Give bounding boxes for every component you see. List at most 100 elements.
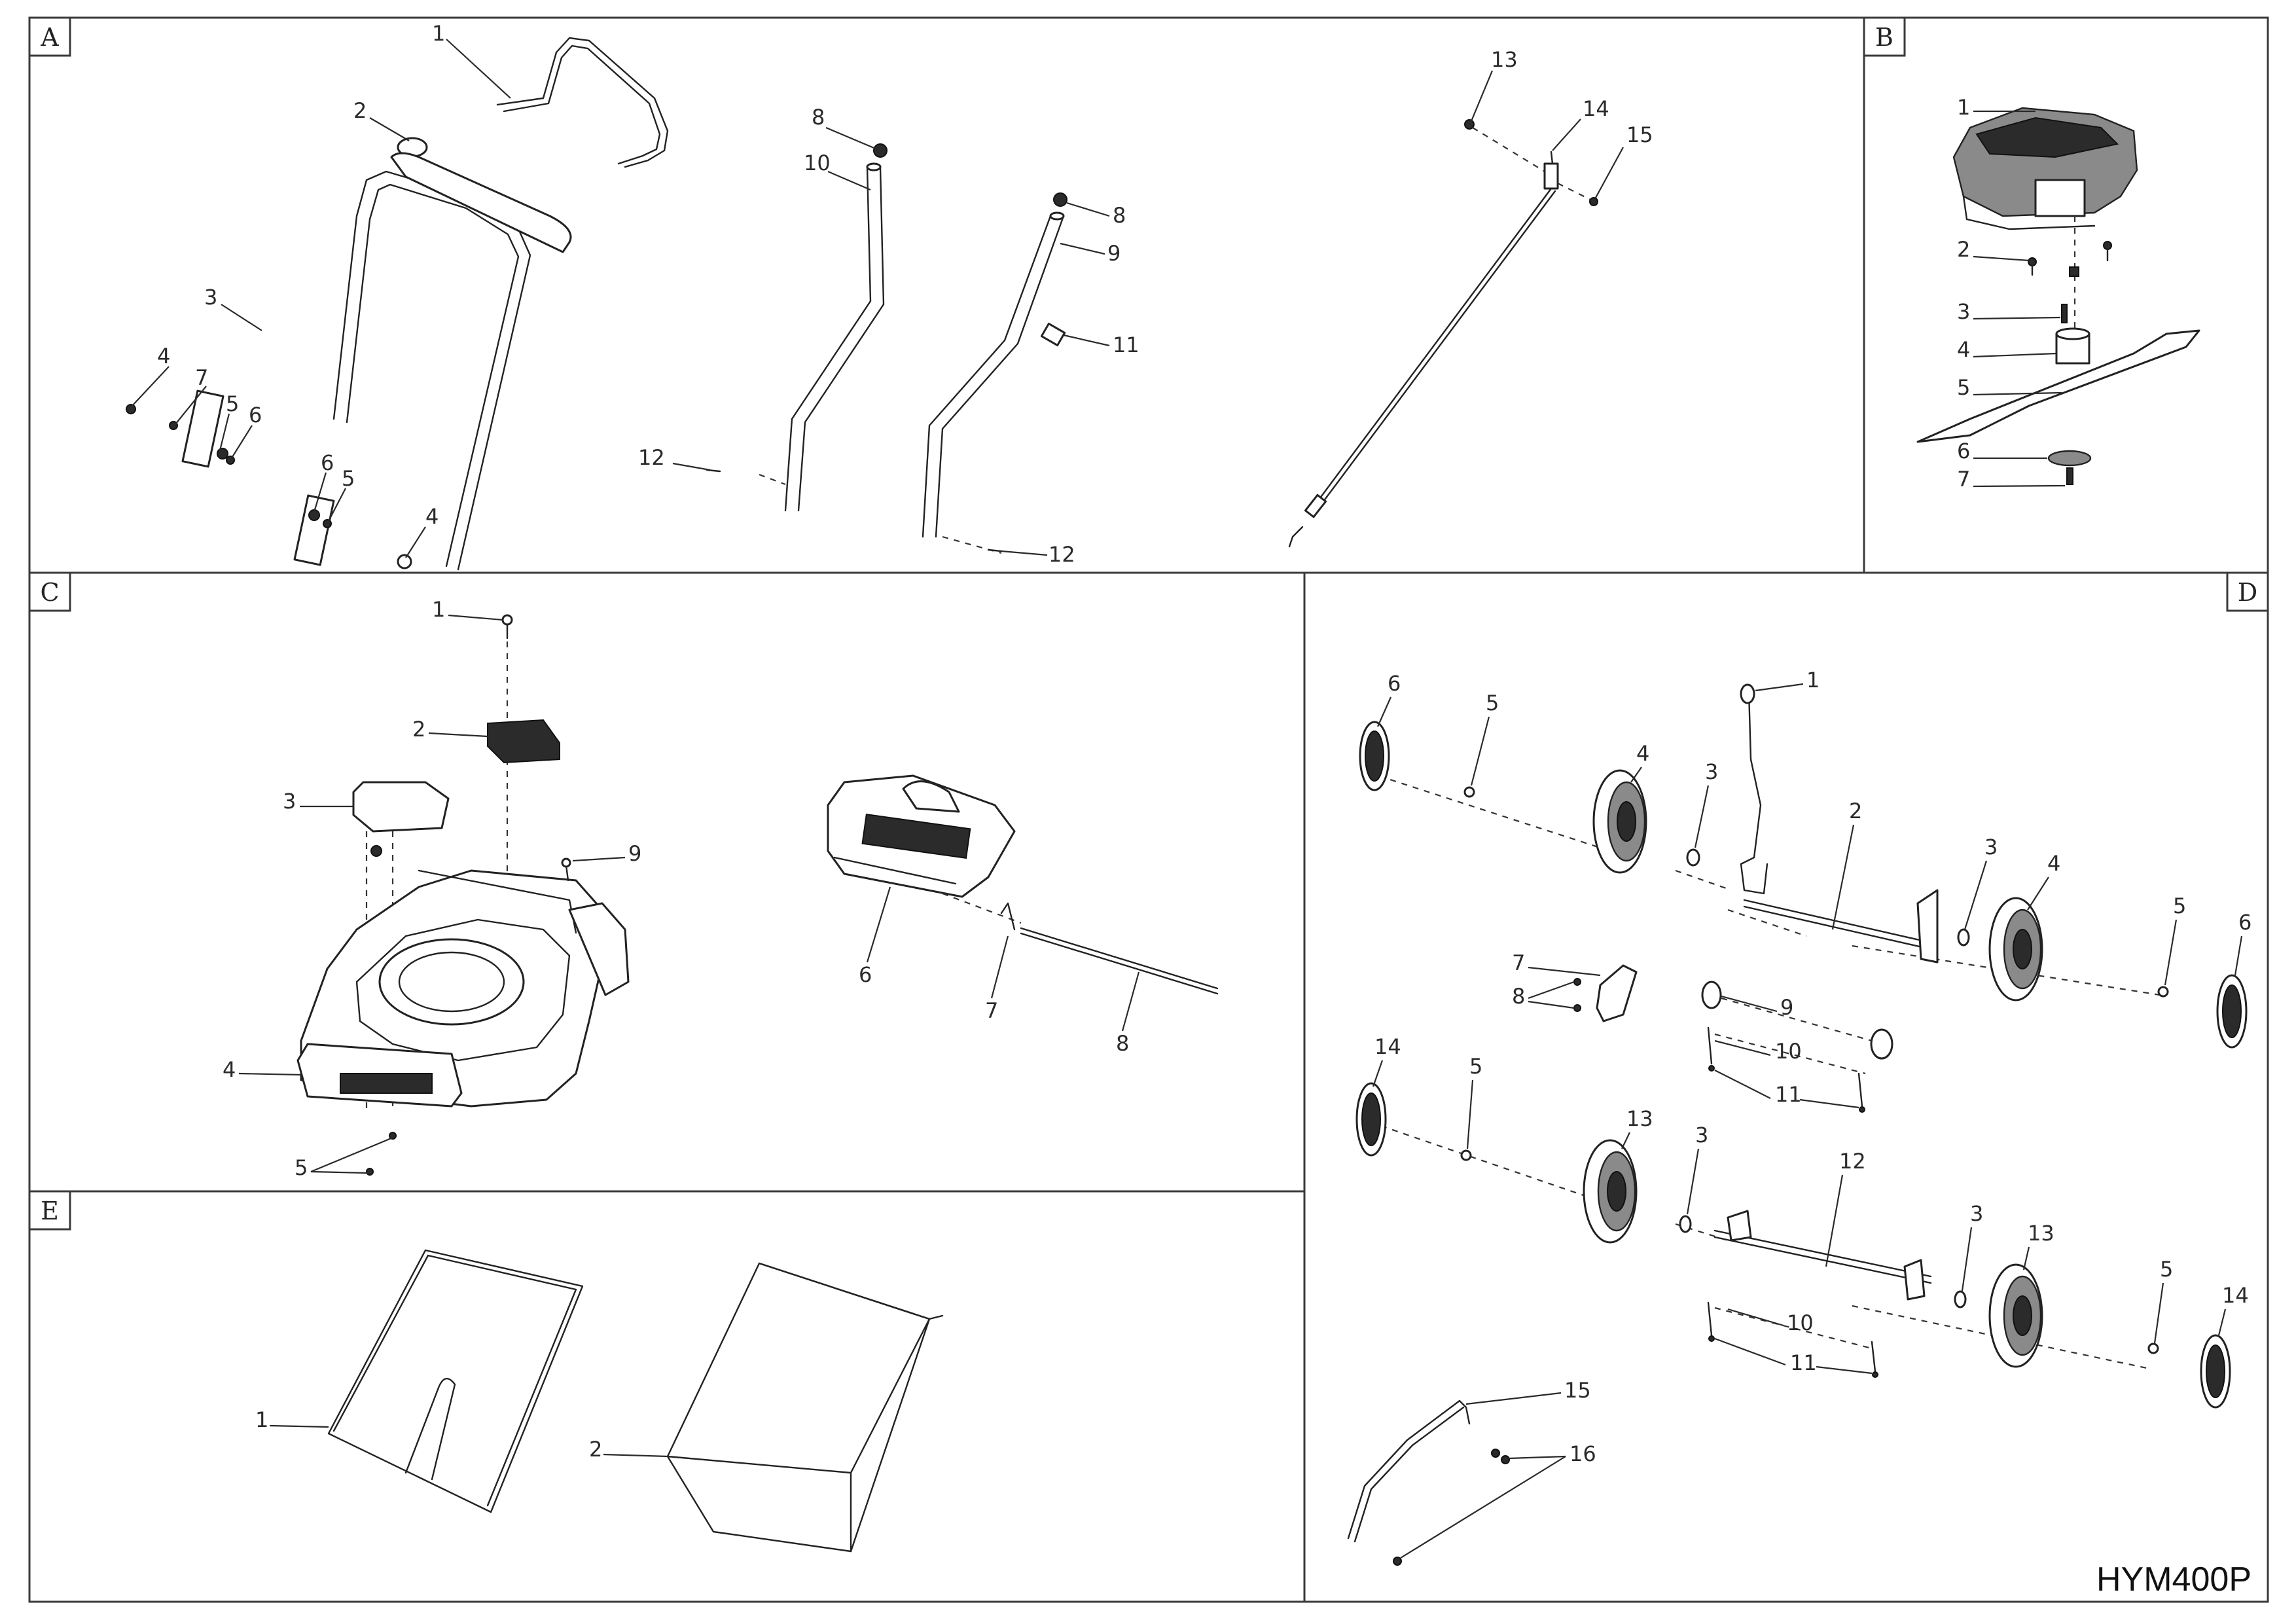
svg-text:12: 12 [1839,1149,1866,1174]
hubcap-front-right [2216,974,2248,1049]
front-axle [1743,899,1932,944]
svg-text:B: B [1875,23,1893,52]
svg-text:5: 5 [226,391,239,416]
svg-text:1: 1 [432,597,445,622]
rear-axle [1713,1229,1932,1278]
bag-frame [327,1249,584,1513]
svg-text:7: 7 [985,998,998,1023]
svg-text:12: 12 [638,445,665,470]
svg-text:5: 5 [342,466,355,491]
svg-text:14: 14 [2222,1283,2249,1308]
section-tag-a: A [28,16,71,57]
svg-text:4: 4 [157,344,170,369]
rear-height-rod [1347,1399,1471,1540]
svg-text:2: 2 [412,717,425,742]
height-adjust-lever [1740,689,1768,895]
svg-text:7: 7 [1512,950,1525,975]
svg-text:5: 5 [1469,1054,1482,1079]
svg-text:6: 6 [859,962,872,987]
svg-text:A: A [40,23,59,52]
svg-text:3: 3 [1970,1201,1983,1226]
svg-text:14: 14 [1583,96,1609,121]
section-tag-b: B [1863,16,1906,57]
svg-text:4: 4 [1957,337,1970,362]
bail-lever [496,37,669,168]
svg-text:13: 13 [1626,1106,1653,1131]
panel-frames [28,16,2269,1603]
section-tag-c: C [28,571,71,612]
height-bracket [1596,964,1638,1022]
section-b-callouts: 1 2 3 4 5 6 7 [1957,95,2066,492]
svg-text:6: 6 [249,403,262,427]
svg-text:6: 6 [321,450,334,475]
wheel-front-left [1592,769,1647,874]
svg-text:8: 8 [812,105,825,130]
svg-text:8: 8 [1512,984,1525,1009]
svg-text:14: 14 [1374,1034,1401,1059]
svg-text:15: 15 [1626,122,1653,147]
svg-text:3: 3 [1705,759,1718,784]
svg-text:11: 11 [1775,1082,1802,1107]
svg-text:6: 6 [1388,671,1401,696]
svg-text:5: 5 [2160,1257,2173,1282]
section-d-callouts: 6 5 4 3 1 2 3 4 5 6 7 8 9 10 11 14 5 [1372,668,2251,1559]
svg-text:10: 10 [804,151,831,175]
section-tag-e: E [28,1190,71,1231]
wheel-front-right [1988,897,2043,1001]
svg-text:2: 2 [1957,237,1970,262]
svg-text:1: 1 [1957,95,1970,120]
svg-text:5: 5 [1486,691,1499,715]
svg-text:D: D [2238,578,2257,607]
section-c-callouts: 1 2 3 9 4 5 6 7 8 [223,597,1140,1180]
svg-text:6: 6 [2238,910,2251,935]
svg-text:9: 9 [1107,241,1121,266]
flap-rod [1020,927,1219,990]
svg-text:E: E [41,1197,59,1225]
svg-text:3: 3 [1957,299,1970,324]
svg-text:3: 3 [1984,835,1998,859]
svg-text:10: 10 [1787,1310,1814,1335]
section-a-drawing [126,37,1598,571]
svg-text:13: 13 [2028,1221,2054,1246]
section-b-drawing [1916,107,2200,485]
section-d-drawing [1347,683,2248,1566]
section-a-callouts: 1 2 3 4 7 5 6 6 5 4 8 10 12 8 9 11 12 13 [130,21,1653,567]
svg-text:12: 12 [1049,542,1075,567]
svg-text:C: C [40,578,59,607]
svg-text:2: 2 [353,98,367,123]
svg-text:6: 6 [1957,439,1970,463]
svg-text:11: 11 [1790,1350,1817,1375]
svg-text:4: 4 [1636,741,1649,766]
wheel-rear-left [1583,1139,1638,1244]
svg-text:3: 3 [204,285,217,310]
lower-tube-left [784,166,872,512]
svg-text:3: 3 [283,789,296,814]
svg-text:10: 10 [1775,1039,1802,1064]
cutting-blade [1916,329,2200,443]
svg-text:3: 3 [1695,1123,1708,1147]
svg-text:5: 5 [1957,375,1970,400]
deck-vents [340,1073,433,1094]
deck-cover-front [352,781,450,833]
svg-text:4: 4 [2047,851,2060,876]
svg-text:2: 2 [1849,799,1862,823]
svg-text:9: 9 [628,841,641,866]
section-e-callouts: 1 2 [255,1407,668,1462]
svg-text:13: 13 [1491,47,1518,72]
svg-text:8: 8 [1113,203,1126,228]
svg-text:1: 1 [432,21,445,46]
svg-text:5: 5 [295,1155,308,1180]
throttle-cable [1314,187,1552,505]
svg-text:4: 4 [425,504,439,529]
model-number: HYM400P [2096,1561,2251,1598]
svg-text:11: 11 [1113,333,1139,357]
section-tag-d: D [2226,571,2269,612]
svg-text:8: 8 [1116,1031,1129,1056]
svg-text:16: 16 [1570,1441,1596,1466]
lower-tube-right [922,215,1052,538]
svg-text:2: 2 [589,1437,602,1462]
wheel-rear-right [1988,1263,2043,1368]
section-e-drawing [327,1249,944,1553]
hubcap-front-left [1359,721,1390,791]
